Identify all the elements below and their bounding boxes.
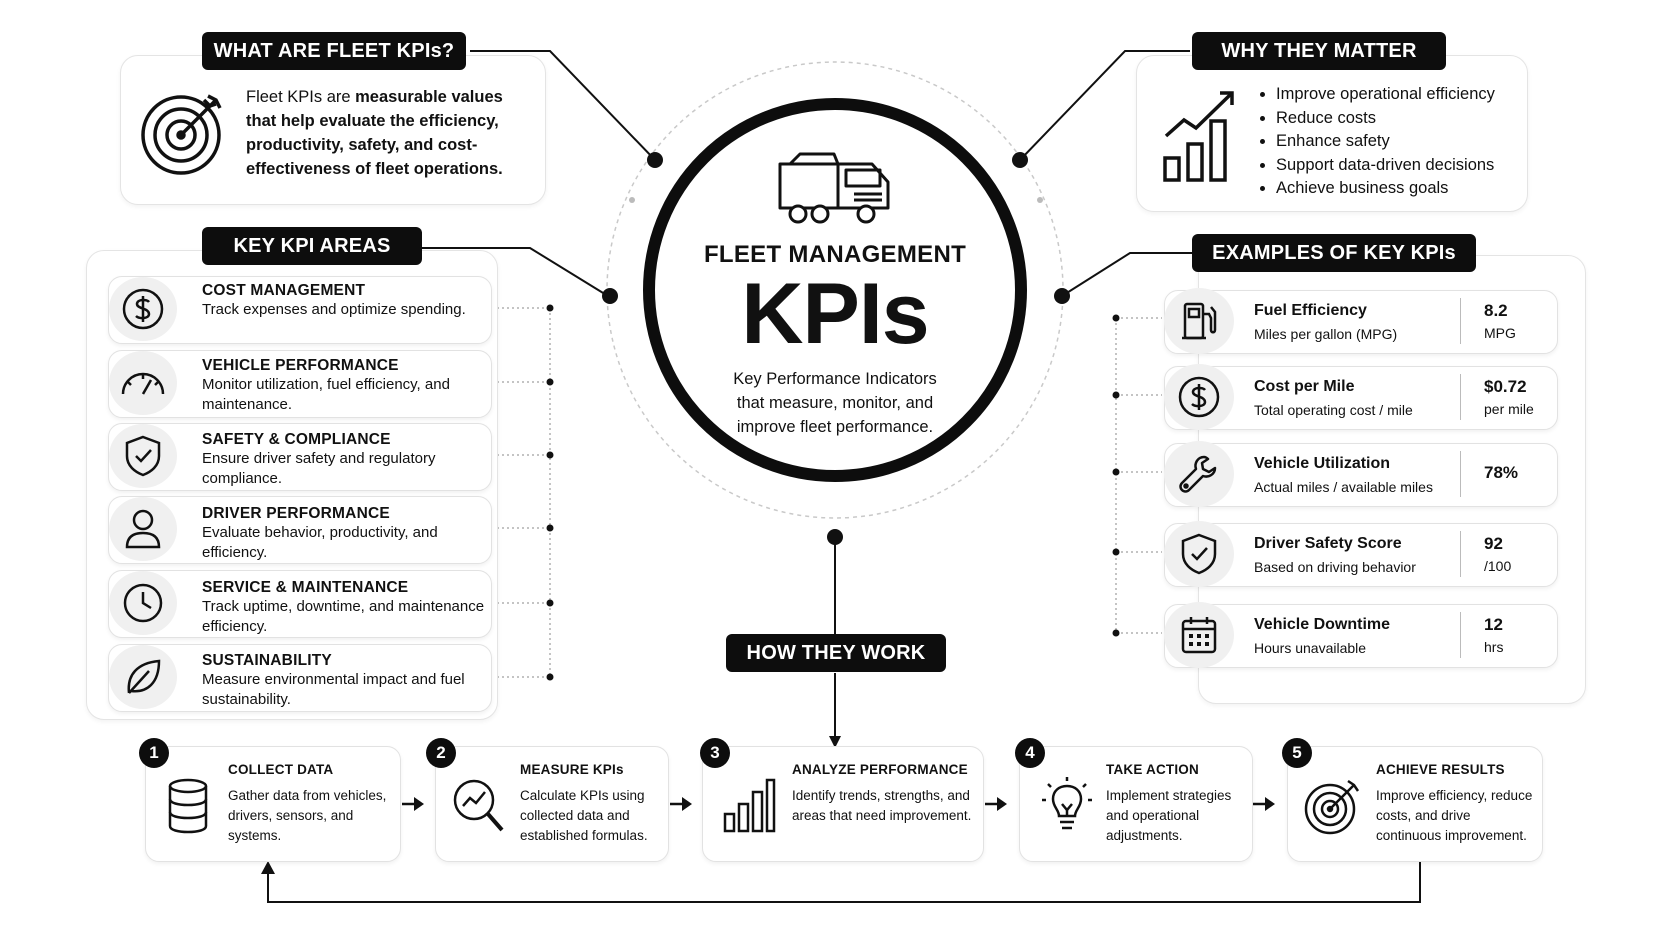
example-divider: [1460, 451, 1461, 497]
example-divider: [1460, 298, 1461, 344]
example-item-safety: Driver Safety Score Based on driving beh…: [1254, 535, 1416, 575]
dollar-icon: [1164, 364, 1234, 430]
step-number: 3: [700, 738, 730, 768]
step-collect: COLLECT DATA Gather data from vehicles, …: [228, 762, 387, 843]
step-measure: MEASURE KPIs Calculate KPIs using collec…: [520, 762, 648, 843]
example-item-downtime: Vehicle Downtime Hours unavailable: [1254, 616, 1391, 656]
example-value-cost: $0.72 per mile: [1484, 377, 1534, 417]
wrench-icon: [1164, 441, 1234, 507]
example-item-fuel: Fuel Efficiency Miles per gallon (MPG): [1254, 302, 1398, 342]
center-subtitle: FLEET MANAGEMENT: [703, 241, 967, 268]
what-panel: [120, 55, 546, 205]
center-description: Key Performance Indicators that measure,…: [733, 370, 937, 436]
areas-heading: KEY KPI AREAS: [202, 227, 422, 265]
example-divider: [1460, 612, 1461, 658]
why-bullets: Improve operational efficiency Reduce co…: [1258, 83, 1536, 201]
area-item-vehicle: VEHICLE PERFORMANCE Monitor utilization,…: [202, 357, 450, 413]
step-card-results: [1287, 746, 1543, 862]
step-card-measure: [435, 746, 669, 862]
target-icon: [1304, 778, 1362, 841]
why-bullet: Enhance safety: [1276, 130, 1536, 154]
shield-check-icon: [109, 424, 177, 488]
example-divider: [1460, 374, 1461, 420]
area-item-sustainability: SUSTAINABILITY Measure environmental imp…: [202, 652, 465, 708]
example-value-safety: 92 /100: [1484, 534, 1512, 574]
leaf-icon: [109, 645, 177, 709]
target-icon: [138, 87, 230, 184]
area-item-service: SERVICE & MAINTENANCE Track uptime, down…: [202, 579, 485, 635]
example-value-utilization: 78%: [1484, 463, 1519, 482]
shield-check-icon: [1164, 521, 1234, 587]
lightbulb-icon: [1040, 776, 1094, 841]
how-heading: HOW THEY WORK: [726, 634, 946, 672]
dollar-icon: [109, 277, 177, 341]
growth-chart-icon: [1160, 88, 1240, 189]
truck-icon: [776, 150, 894, 231]
fuel-pump-icon: [1164, 288, 1234, 354]
why-bullet: Improve operational efficiency: [1276, 83, 1536, 107]
why-bullet: Reduce costs: [1276, 107, 1536, 131]
gauge-icon: [109, 351, 177, 415]
example-divider: [1460, 531, 1461, 577]
why-bullet: Support data-driven decisions: [1276, 154, 1536, 178]
why-bullet: Achieve business goals: [1276, 177, 1536, 201]
area-item-cost: COST MANAGEMENT Track expenses and optim…: [202, 282, 466, 318]
step-number: 1: [139, 738, 169, 768]
step-action: TAKE ACTION Implement strategies and ope…: [1106, 762, 1232, 843]
database-icon: [166, 778, 210, 839]
step-analyze: ANALYZE PERFORMANCE Identify trends, str…: [792, 762, 972, 823]
clock-icon: [109, 571, 177, 635]
examples-heading: EXAMPLES OF KEY KPIs: [1192, 234, 1476, 272]
example-item-cost: Cost per Mile Total operating cost / mil…: [1254, 378, 1413, 418]
step-number: 5: [1282, 738, 1312, 768]
what-text: Fleet KPIs are measurable values that he…: [246, 88, 503, 178]
person-icon: [109, 497, 177, 561]
calendar-icon: [1164, 602, 1234, 668]
magnifier-chart-icon: [452, 778, 506, 839]
why-panel: [1136, 55, 1528, 212]
why-heading: WHY THEY MATTER: [1192, 32, 1446, 70]
what-heading: WHAT ARE FLEET KPIs?: [202, 32, 466, 70]
area-item-driver: DRIVER PERFORMANCE Evaluate behavior, pr…: [202, 505, 438, 561]
area-item-safety: SAFETY & COMPLIANCE Ensure driver safety…: [202, 431, 436, 487]
step-number: 2: [426, 738, 456, 768]
example-value-downtime: 12 hrs: [1484, 615, 1504, 655]
step-results: ACHIEVE RESULTS Improve efficiency, redu…: [1376, 762, 1533, 843]
center-title: KPIs: [741, 266, 929, 362]
center-ring: [643, 98, 1027, 482]
bar-chart-icon: [722, 776, 776, 839]
example-value-fuel: 8.2 MPG: [1484, 301, 1516, 341]
step-number: 4: [1015, 738, 1045, 768]
step-card-action: [1019, 746, 1253, 862]
example-item-utilization: Vehicle Utilization Actual miles / avail…: [1254, 455, 1433, 495]
